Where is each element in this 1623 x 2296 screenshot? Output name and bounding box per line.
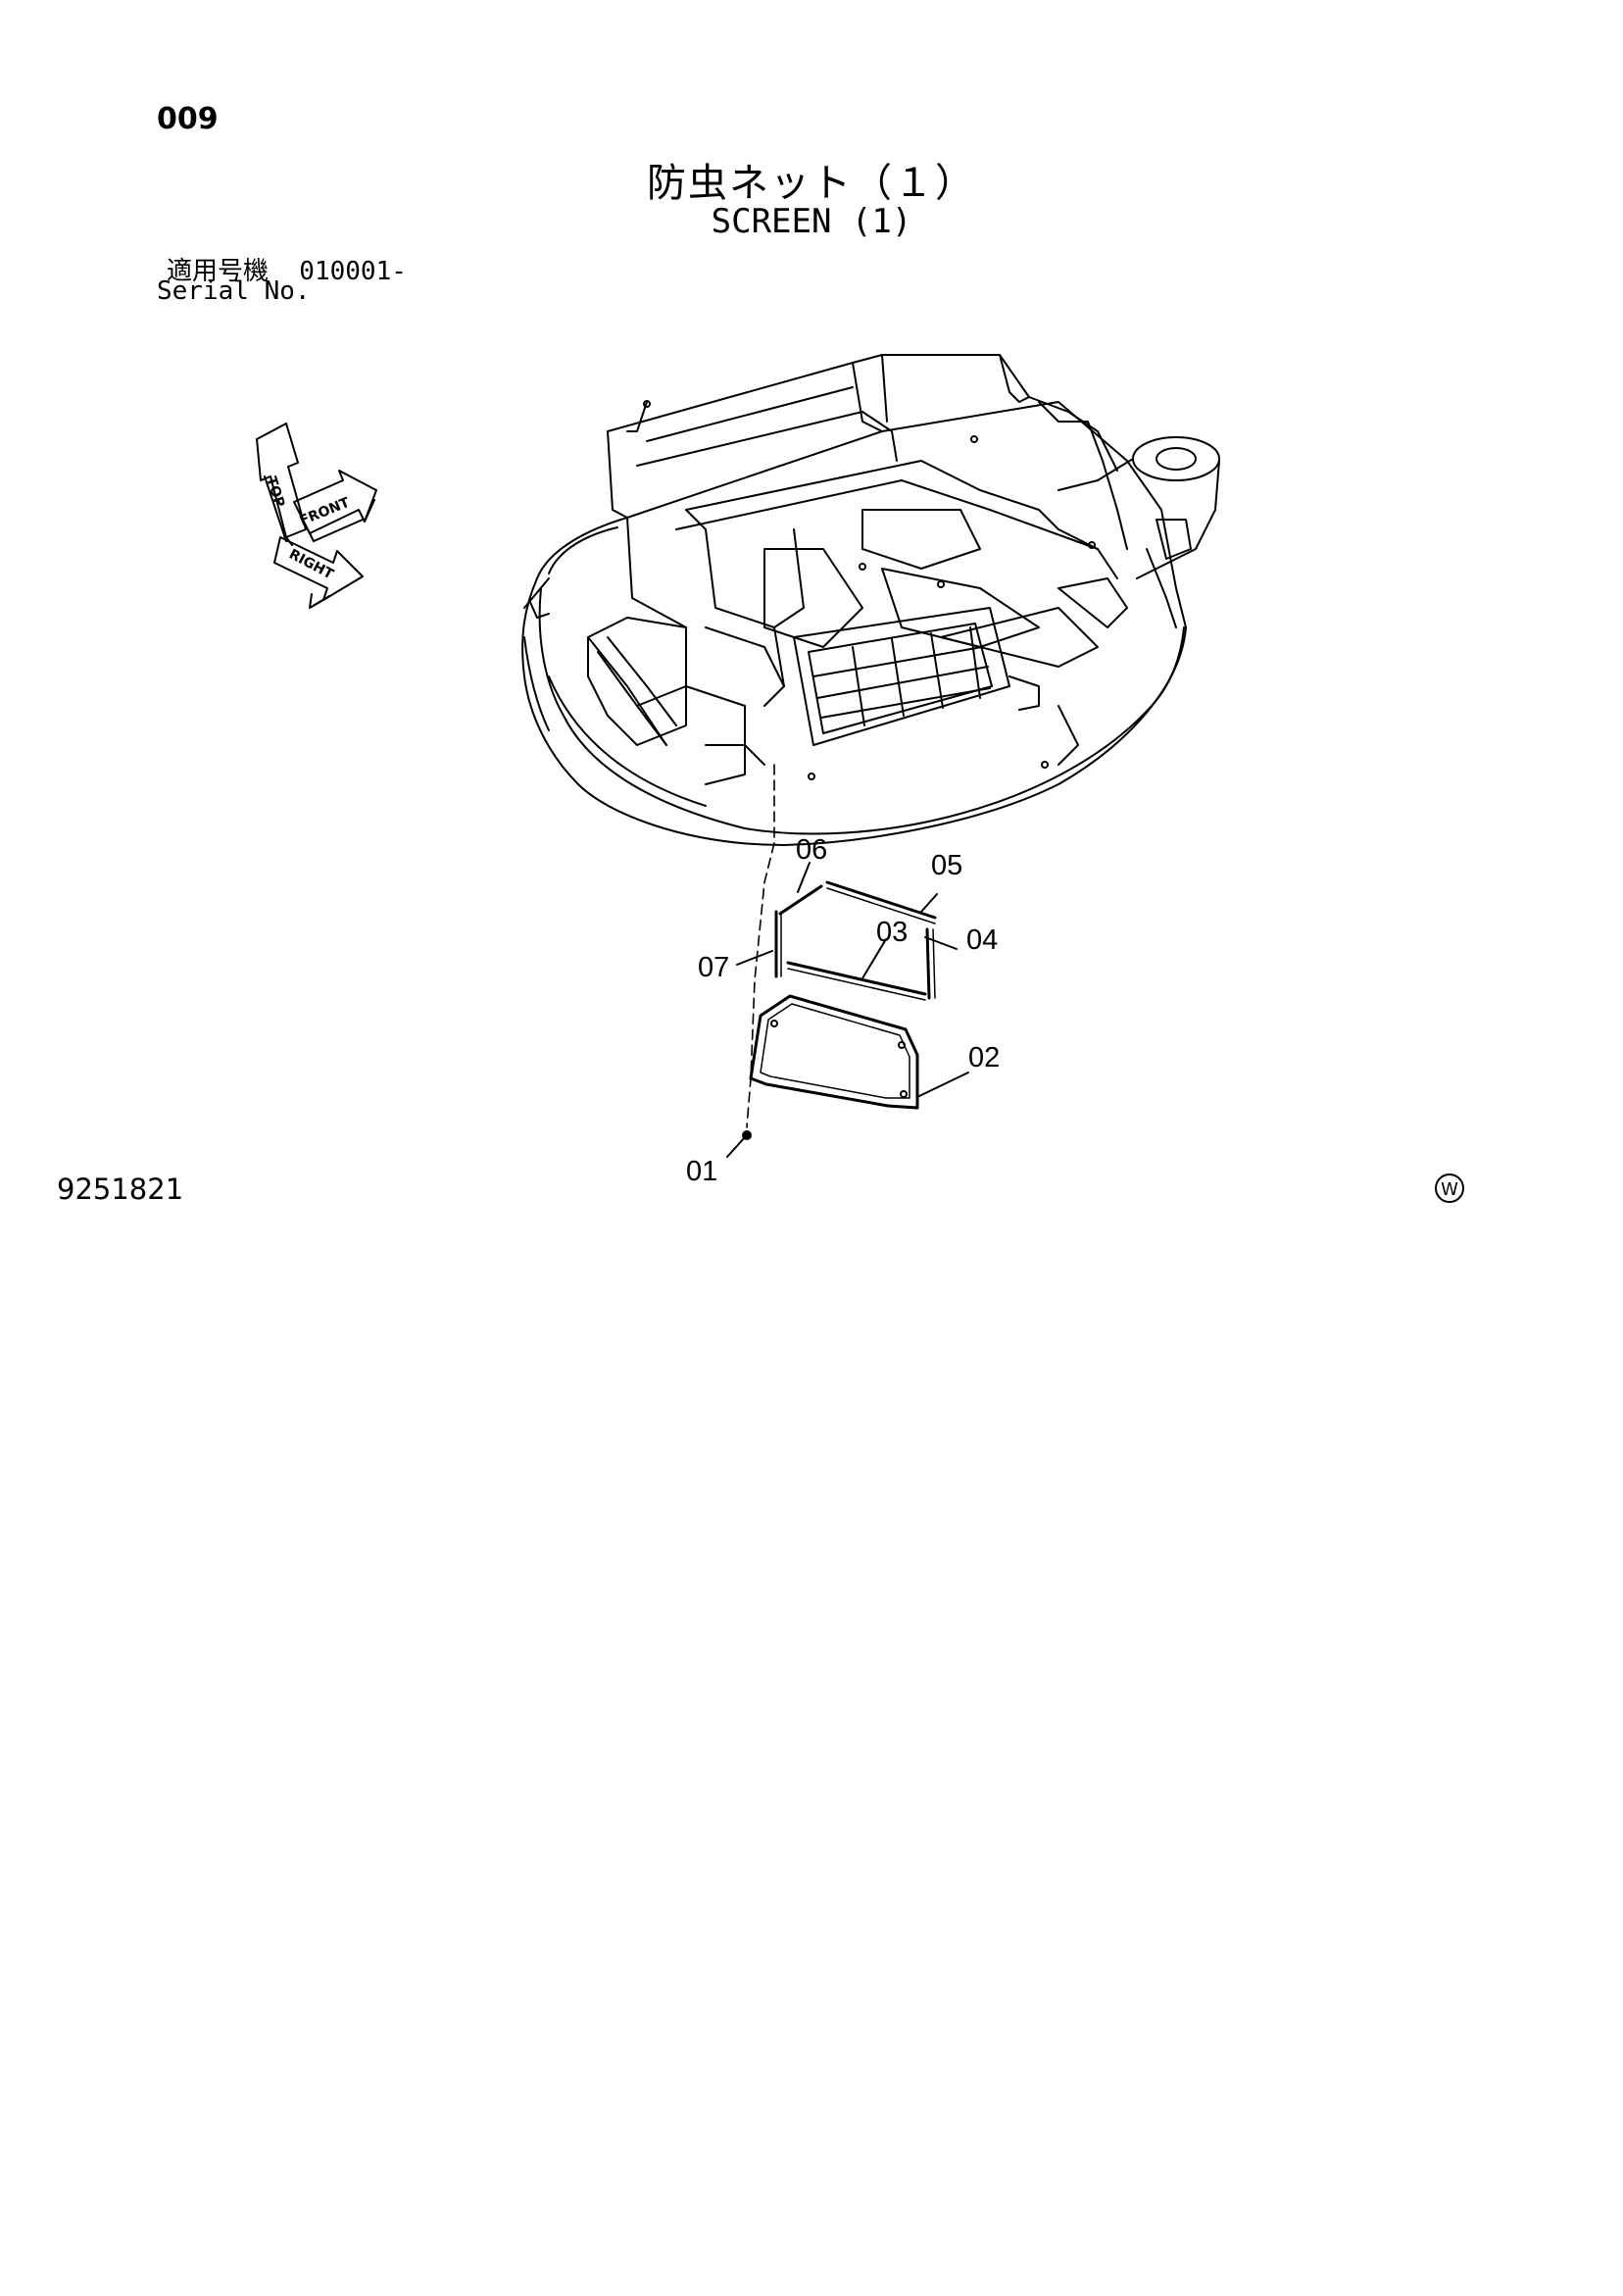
orientation-arrows-icon: TOP FRONT RIGHT	[256, 423, 377, 609]
title-english: SCREEN (1)	[711, 202, 912, 241]
part-02-screen-net	[749, 994, 919, 1110]
part-03-seal-strip	[786, 961, 927, 1001]
part-07-seal-strip	[774, 910, 782, 978]
arrow-label-top: TOP	[263, 474, 287, 509]
serial-label-english: Serial No.	[157, 276, 311, 306]
arrow-label-front: FRONT	[298, 495, 353, 529]
callout-04: 04	[966, 924, 998, 956]
part-05-seal-strip	[825, 880, 937, 924]
w-mark-icon: W	[1435, 1173, 1464, 1203]
callout-01: 01	[686, 1156, 717, 1187]
drawing-number: 9251821	[57, 1173, 184, 1206]
title-japanese: 防虫ネット（１）	[647, 161, 976, 206]
page-number: 009	[157, 102, 219, 136]
callout-07: 07	[698, 952, 729, 983]
part-06-seal-strip	[778, 884, 823, 916]
serial-label-japanese: 適用号機 010001-	[167, 257, 407, 286]
callout-05: 05	[931, 850, 962, 881]
upperstructure-frame-drawing	[521, 354, 1220, 846]
callout-02: 02	[968, 1042, 1000, 1073]
callout-06: 06	[796, 834, 827, 866]
callout-03: 03	[876, 917, 908, 948]
